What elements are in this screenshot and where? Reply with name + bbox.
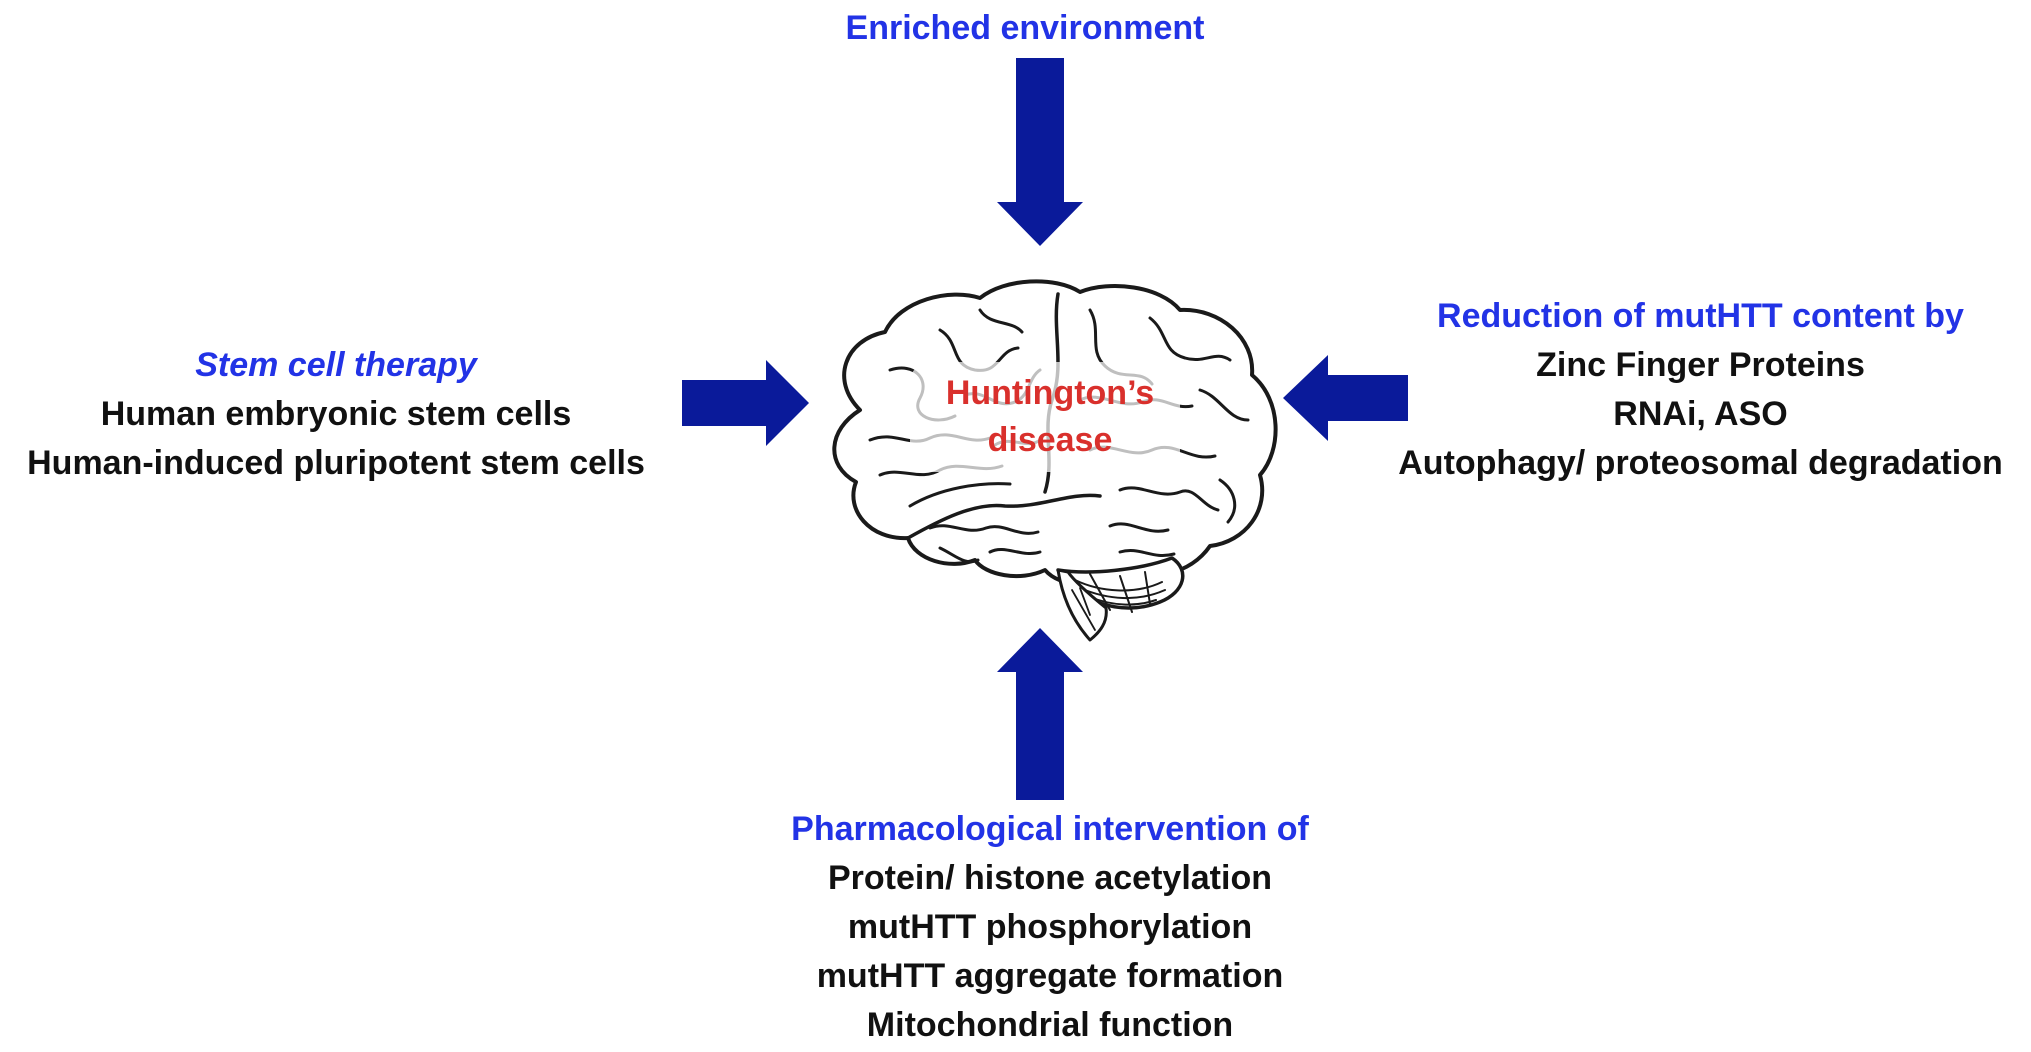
center-disease-label: Huntington’s disease	[905, 370, 1195, 464]
bottom-item: Mitochondrial function	[866, 1006, 1234, 1044]
right-item: RNAi, ASO	[1613, 395, 1788, 433]
left-item: Human embryonic stem cells	[100, 395, 572, 433]
bottom-intervention-block: Pharmacological intervention of Protein/…	[740, 805, 1360, 1050]
bottom-item: mutHTT aggregate formation	[816, 957, 1284, 995]
top-intervention-block: Enriched environment	[815, 4, 1235, 53]
bottom-heading: Pharmacological intervention of	[791, 810, 1309, 848]
center-label-line: disease	[987, 421, 1113, 459]
up-arrow-icon	[997, 628, 1083, 800]
bottom-item: Protein/ histone acetylation	[828, 859, 1272, 897]
brain-illustration	[790, 270, 1295, 650]
down-arrow-icon	[997, 58, 1083, 246]
left-item: Human-induced pluripotent stem cells	[27, 444, 645, 482]
right-intervention-block: Reduction of mutHTT content by Zinc Fing…	[1370, 292, 2031, 488]
left-arrow-icon	[1283, 355, 1408, 441]
right-item: Autophagy/ proteosomal degradation	[1398, 444, 2003, 482]
top-heading: Enriched environment	[845, 9, 1205, 47]
brain-icon	[832, 279, 1278, 642]
bottom-item: mutHTT phosphorylation	[847, 908, 1253, 946]
left-intervention-block: Stem cell therapy Human embryonic stem c…	[0, 341, 672, 488]
right-item: Zinc Finger Proteins	[1536, 346, 1865, 384]
left-heading: Stem cell therapy	[195, 346, 477, 384]
center-label-line: Huntington’s	[945, 374, 1155, 412]
right-heading: Reduction of mutHTT content by	[1437, 297, 1964, 335]
right-arrow-icon	[682, 360, 809, 446]
